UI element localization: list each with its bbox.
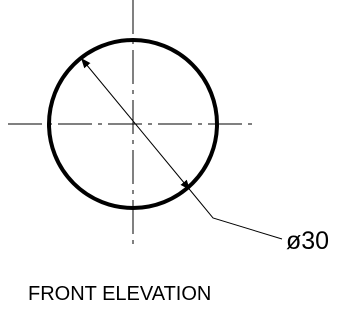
diameter-label: ø30 [286,227,329,255]
diameter-dimension-line [80,57,191,191]
view-caption: FRONT ELEVATION [28,283,211,305]
circle-outline [47,38,219,210]
leader-line [189,189,283,240]
